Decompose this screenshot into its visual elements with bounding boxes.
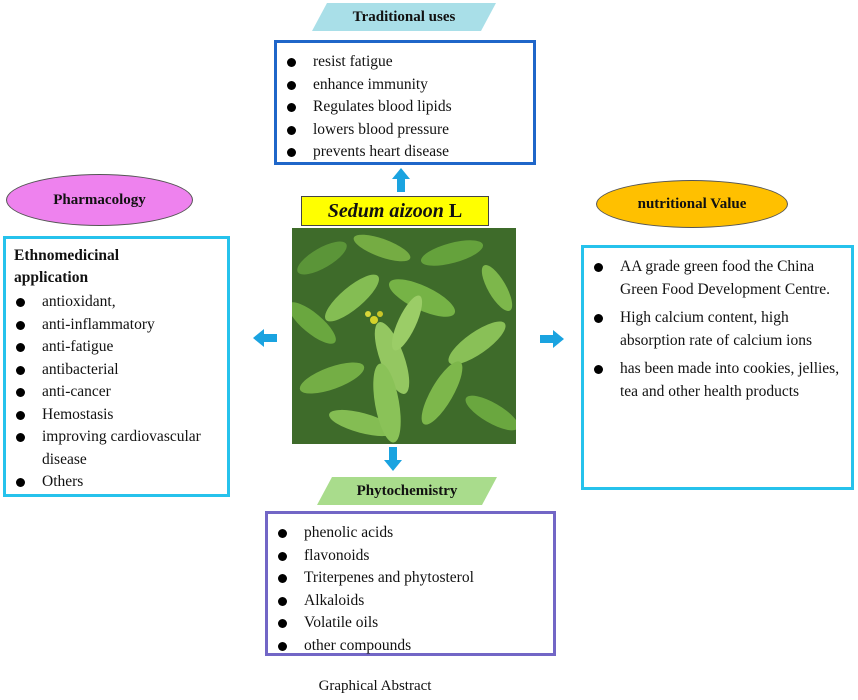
list-item: improving cardiovascular disease [6, 426, 227, 471]
list-item: prevents heart disease [277, 141, 452, 164]
list-item: enhance immunity [277, 74, 452, 97]
phytochemistry-label: Phytochemistry [356, 482, 458, 499]
up-arrow-icon [392, 168, 410, 192]
list-item: Alkaloids [268, 590, 474, 613]
ethnomedicinal-heading: Ethnomedicinal application [14, 247, 120, 286]
list-item: anti-cancer [6, 381, 227, 404]
right-arrow-icon [540, 330, 564, 348]
list-item: anti-inflammatory [6, 314, 227, 337]
list-item: flavonoids [268, 545, 474, 568]
list-item: Triterpenes and phytosterol [268, 567, 474, 590]
figure-caption: Graphical Abstract [318, 678, 432, 694]
list-item: has been made into cookies, jellies, tea… [584, 358, 848, 403]
species-latin-name: Sedum aizoon [327, 199, 444, 222]
list-item: Volatile oils [268, 612, 474, 635]
down-arrow-icon [384, 447, 402, 471]
left-arrow-icon [253, 329, 277, 347]
list-item: phenolic acids [268, 522, 474, 545]
list-item: AA grade green food the China Green Food… [584, 256, 848, 301]
nutritional-value-box: AA grade green food the China Green Food… [581, 245, 854, 490]
pharmacology-ellipse: Pharmacology [6, 174, 193, 226]
list-item: lowers blood pressure [277, 119, 452, 142]
list-item: Others [6, 471, 227, 494]
list-item: anti-fatigue [6, 336, 227, 359]
list-item: Hemostasis [6, 404, 227, 427]
pharmacology-box: Ethnomedicinal application antioxidant,a… [3, 236, 230, 497]
species-authority: L [443, 199, 463, 222]
nutritional-value-label: nutritional Value [637, 195, 747, 212]
phytochemistry-banner: Phytochemistry [316, 476, 498, 506]
list-item: other compounds [268, 635, 474, 658]
list-item: resist fatigue [277, 51, 452, 74]
list-item: antioxidant, [6, 291, 227, 314]
list-item: antibacterial [6, 359, 227, 382]
traditional-uses-banner: Traditional uses [311, 2, 497, 32]
traditional-uses-label: Traditional uses [352, 8, 456, 25]
pharmacology-label: Pharmacology [53, 191, 146, 208]
nutritional-value-ellipse: nutritional Value [596, 180, 788, 228]
list-item: High calcium content, high absorption ra… [584, 307, 848, 352]
list-item: Regulates blood lipids [277, 96, 452, 119]
parallelogram-shape [317, 477, 497, 505]
nutritional-value-list: AA grade green food the China Green Food… [584, 256, 848, 409]
plant-photo [292, 228, 516, 444]
species-title: Sedum aizoon L [301, 196, 489, 226]
parallelogram-shape [312, 3, 496, 31]
